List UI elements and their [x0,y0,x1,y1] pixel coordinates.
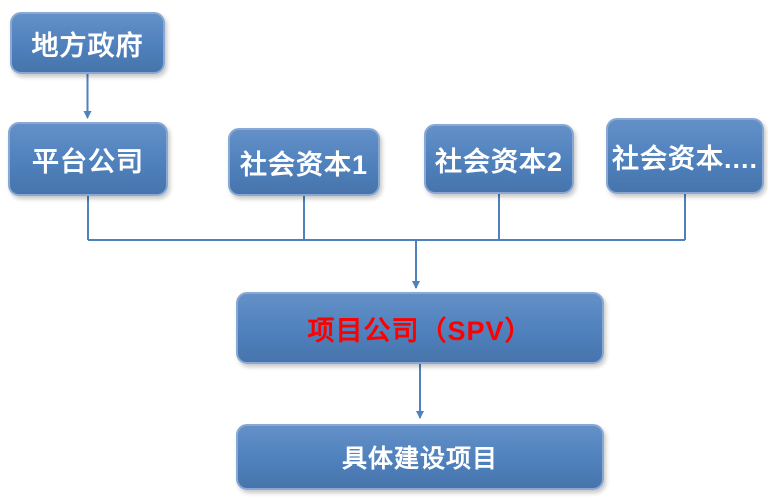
node-construction-project: 具体建设项目 [236,424,604,490]
node-social-capital-n: 社会资本.... [606,118,764,194]
node-platform-company: 平台公司 [8,122,168,196]
node-social-capital-2: 社会资本2 [424,124,574,194]
node-local-government: 地方政府 [10,12,165,74]
node-spv: 项目公司（SPV） [236,292,604,364]
node-social-capital-1: 社会资本1 [228,128,380,196]
